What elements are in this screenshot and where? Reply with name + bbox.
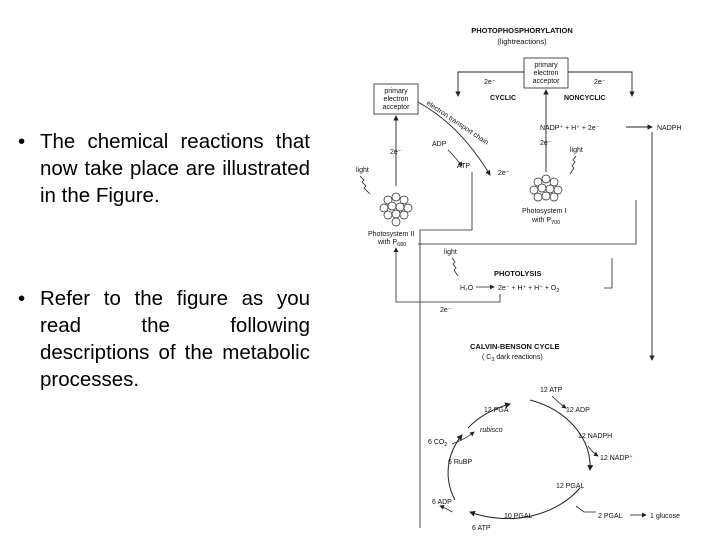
pgal10-label: 10 PGAL [504, 513, 533, 520]
noncyclic-label: NONCYCLIC [564, 95, 606, 102]
adp6-label: 6 ADP [432, 499, 452, 506]
light-squiggle-icon [359, 175, 371, 195]
e-label: 2e⁻ [390, 149, 402, 156]
bullet-dot: • [18, 130, 26, 153]
cycle-arc-top [467, 402, 511, 429]
photophosphorylation-title: PHOTOPHOSPHORYLATION [471, 26, 573, 35]
atp-adp6-arrow [439, 504, 453, 513]
calvin-subtitle: ( C3 dark reactions) [482, 354, 543, 363]
adp-atp-arrow [447, 149, 463, 167]
pgal12-label: 12 PGAL [556, 483, 585, 490]
pgal2-label: 2 PGAL [598, 513, 623, 520]
co2-arrow [451, 431, 475, 445]
etc-arrow [417, 101, 491, 176]
light-squiggle-icon [569, 155, 577, 175]
e-label: 2e⁻ [440, 307, 452, 314]
atp12-label: 12 ATP [540, 387, 563, 394]
atp-label: ATP [457, 163, 470, 170]
pga12-label: 12 PGA [484, 407, 509, 414]
nadp12-label: 12 NADP⁺ [600, 455, 633, 462]
hplus-line [604, 258, 613, 289]
atp-to-calvin-line [419, 172, 473, 528]
bullet-item-2: • Refer to the figure as you read the fo… [18, 285, 310, 393]
atp-adp-arrow [551, 395, 567, 409]
h2o-label: H₂O [460, 285, 474, 292]
bullet-text-1: The chemical reactions that now take pla… [40, 130, 310, 207]
bullet-dot: • [18, 287, 26, 310]
nadph-label: NADPH [657, 125, 682, 132]
bullet-text-2: Refer to the figure as you read the foll… [40, 287, 310, 391]
ps1-label: Photosystem I [522, 208, 566, 215]
rubp-label: 6 RuBP [448, 459, 472, 466]
light-label-ps2: light [356, 167, 369, 174]
noncyclic-arrow [568, 71, 635, 97]
atp6-label: 6 ATP [472, 525, 491, 532]
cycle-arc-left [447, 434, 463, 501]
light-label-ps1: light [570, 147, 583, 154]
pgal-branch-line [575, 505, 596, 513]
acceptor-box [523, 57, 569, 89]
bullet-list: • The chemical reactions that now take p… [18, 128, 310, 393]
acceptor-line: acceptor [383, 104, 411, 111]
photolysis-equation: 2e⁻ + H⁺ + H⁺ + O2 [498, 285, 559, 294]
light-label-photolysis: light [444, 249, 457, 256]
light-squiggle-icon [451, 257, 459, 277]
adp12-label: 12 ADP [566, 407, 590, 414]
cyclic-arrow [455, 71, 524, 97]
nadph12-label: 12 NADPH [578, 433, 612, 440]
acceptor-box [373, 83, 419, 115]
ps2-label-with: with P680 [377, 239, 406, 248]
photophosphorylation-subtitle: (lightreactions) [497, 37, 547, 46]
primary-acceptor-ps1: primary electron acceptor [523, 57, 569, 89]
bullet-item-1: • The chemical reactions that now take p… [18, 128, 310, 209]
ps-connector-line [418, 200, 637, 245]
photosystem-ii-cluster-icon [379, 192, 413, 227]
nadp-equation: NADP⁺ + H⁺ + 2e⁻ [540, 125, 600, 132]
photolysis-to-ps2-arrow [393, 247, 501, 303]
acceptor-line: primary [534, 62, 558, 69]
nadph-nadp-arrow [587, 445, 599, 457]
co2-label: 6 CO2 [428, 439, 447, 448]
e-label: 2e⁻ [594, 79, 606, 86]
cycle-arc-right [529, 399, 594, 471]
acceptor-line: electron [384, 96, 409, 103]
etc-label: electron transport chain [425, 100, 490, 147]
e-label: 2e⁻ [484, 79, 496, 86]
ps2-label: Photosystem II [368, 231, 414, 238]
calvin-title: CALVIN-BENSON CYCLE [470, 342, 559, 351]
e-label: 2e⁻ [498, 170, 510, 177]
glucose-label: 1 glucose [650, 513, 680, 520]
acceptor-line: acceptor [533, 78, 561, 85]
adp-label: ADP [432, 141, 447, 148]
acceptor-line: primary [384, 88, 408, 95]
acceptor-line: electron [534, 70, 559, 77]
rubisco-label: rubisco [480, 427, 503, 434]
cycle-arc-bottom [469, 487, 581, 520]
photosynthesis-figure: PHOTOPHOSPHORYLATION (lightreactions) pr… [356, 26, 682, 532]
ps1-label-with: with P700 [531, 217, 560, 226]
cyclic-label: CYCLIC [490, 95, 516, 102]
e-label: 2e⁻ [540, 140, 552, 147]
primary-acceptor-ps2: primary electron acceptor [373, 83, 419, 115]
photosystem-i-cluster-icon [529, 174, 563, 202]
photolysis-title: PHOTOLYSIS [494, 269, 542, 278]
